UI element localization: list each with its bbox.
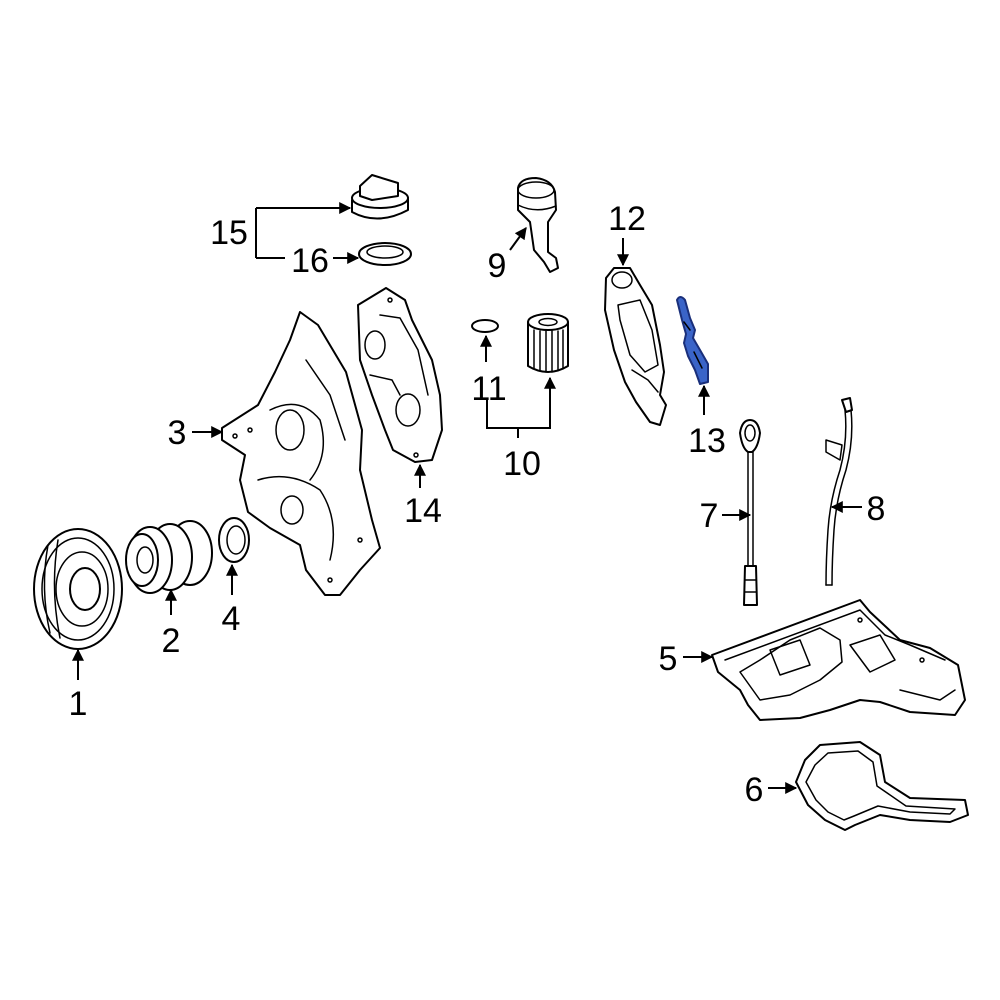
callout-12: 12 <box>608 200 646 238</box>
callout-13: 13 <box>688 422 726 460</box>
callout-7: 7 <box>700 497 719 535</box>
part-12-filter-housing[interactable] <box>604 267 667 426</box>
callout-14: 14 <box>404 492 442 530</box>
part-4-seal[interactable] <box>218 517 250 563</box>
callout-4: 4 <box>222 600 241 638</box>
part-10-oil-filter[interactable] <box>527 313 569 373</box>
callout-10: 10 <box>503 445 541 483</box>
callout-2: 2 <box>162 622 181 660</box>
part-7-dipstick[interactable] <box>739 419 761 606</box>
callout-labels: 1 2 3 4 5 6 7 8 9 10 11 12 13 14 15 16 <box>69 200 886 809</box>
part-8-dipstick-tube[interactable] <box>825 397 853 586</box>
part-5-oil-pan[interactable] <box>711 599 966 721</box>
callout-1: 1 <box>69 685 88 723</box>
part-1-crankshaft-pulley[interactable] <box>33 528 123 650</box>
part-16-cap-seal[interactable] <box>358 242 412 266</box>
callout-5: 5 <box>659 640 678 678</box>
callout-6: 6 <box>745 771 764 809</box>
leader-lines <box>72 202 862 794</box>
part-3-timing-cover[interactable] <box>221 311 381 596</box>
callout-16: 16 <box>291 242 329 280</box>
part-2-damper[interactable] <box>125 520 213 594</box>
callout-9: 9 <box>488 247 507 285</box>
part-13-gasket-highlighted[interactable] <box>676 296 709 385</box>
part-15-filler-cap[interactable] <box>351 174 409 220</box>
callout-15: 15 <box>210 214 248 252</box>
callout-11: 11 <box>471 370 506 408</box>
part-9-filter-cap[interactable] <box>517 177 559 273</box>
callout-8: 8 <box>867 490 886 528</box>
part-14-gasket[interactable] <box>357 287 443 463</box>
callout-3: 3 <box>168 414 187 452</box>
leader-9 <box>509 227 527 251</box>
part-6-pan-gasket[interactable] <box>795 741 969 831</box>
part-11-o-ring[interactable] <box>471 319 499 333</box>
